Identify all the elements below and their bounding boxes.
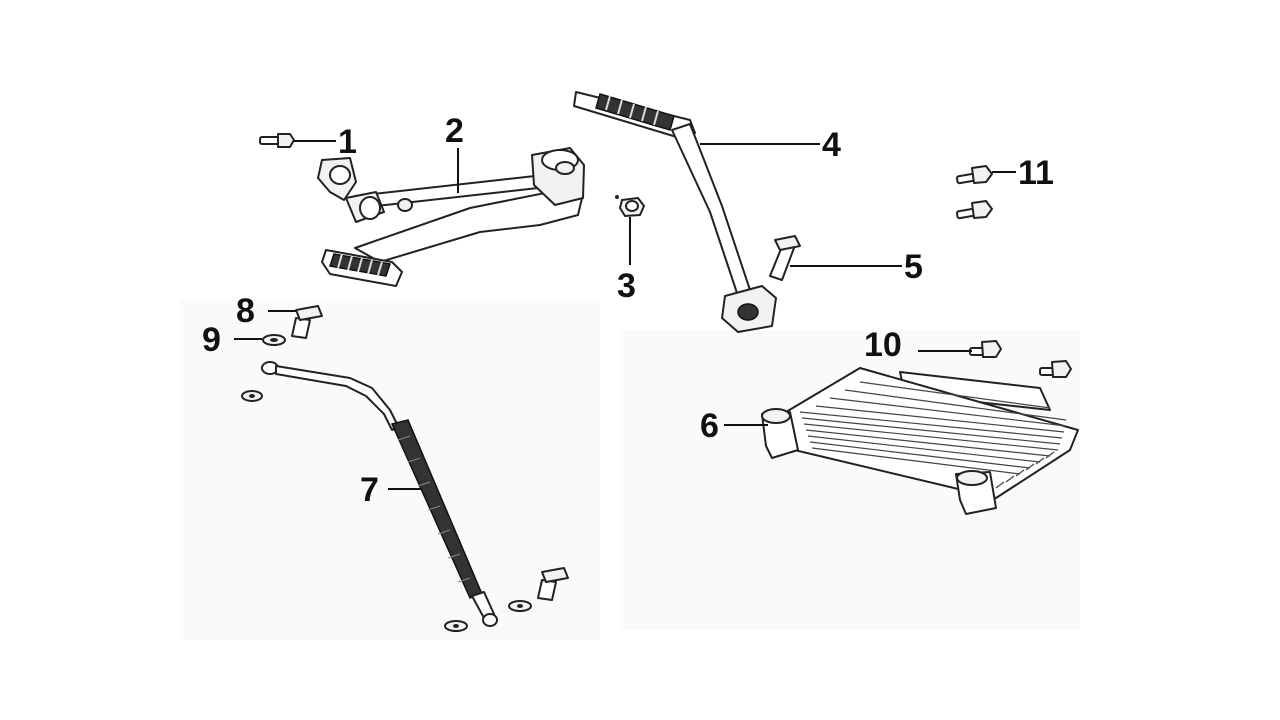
callout-2: 2 — [445, 112, 464, 150]
callout-9: 9 — [202, 321, 221, 359]
kick-starter-part-4 — [573, 91, 777, 333]
background-patch — [180, 300, 600, 640]
bolt-part-5 — [769, 235, 801, 281]
callout-1: 1 — [338, 123, 357, 161]
callout-6: 6 — [700, 407, 719, 445]
bolt-part-10 — [969, 340, 1072, 378]
gear-shift-lever-part-2 — [317, 147, 585, 287]
callout-8: 8 — [236, 292, 255, 330]
callout-7: 7 — [360, 471, 379, 509]
oil-hose-part-7 — [241, 361, 569, 632]
callout-11: 11 — [1018, 154, 1054, 192]
callout-3: 3 — [617, 267, 636, 305]
banjo-bolt-part-8 — [291, 305, 323, 339]
oil-cooler-part-6 — [761, 367, 1079, 515]
bolt-part-11 — [955, 165, 993, 220]
nut-part-3 — [615, 195, 645, 217]
bolt-part-1 — [259, 133, 295, 148]
washer-part-9 — [262, 334, 286, 346]
cooler-fins — [799, 381, 1067, 475]
callout-5: 5 — [904, 248, 923, 286]
callout-10: 10 — [864, 326, 902, 364]
callout-4: 4 — [822, 126, 841, 164]
